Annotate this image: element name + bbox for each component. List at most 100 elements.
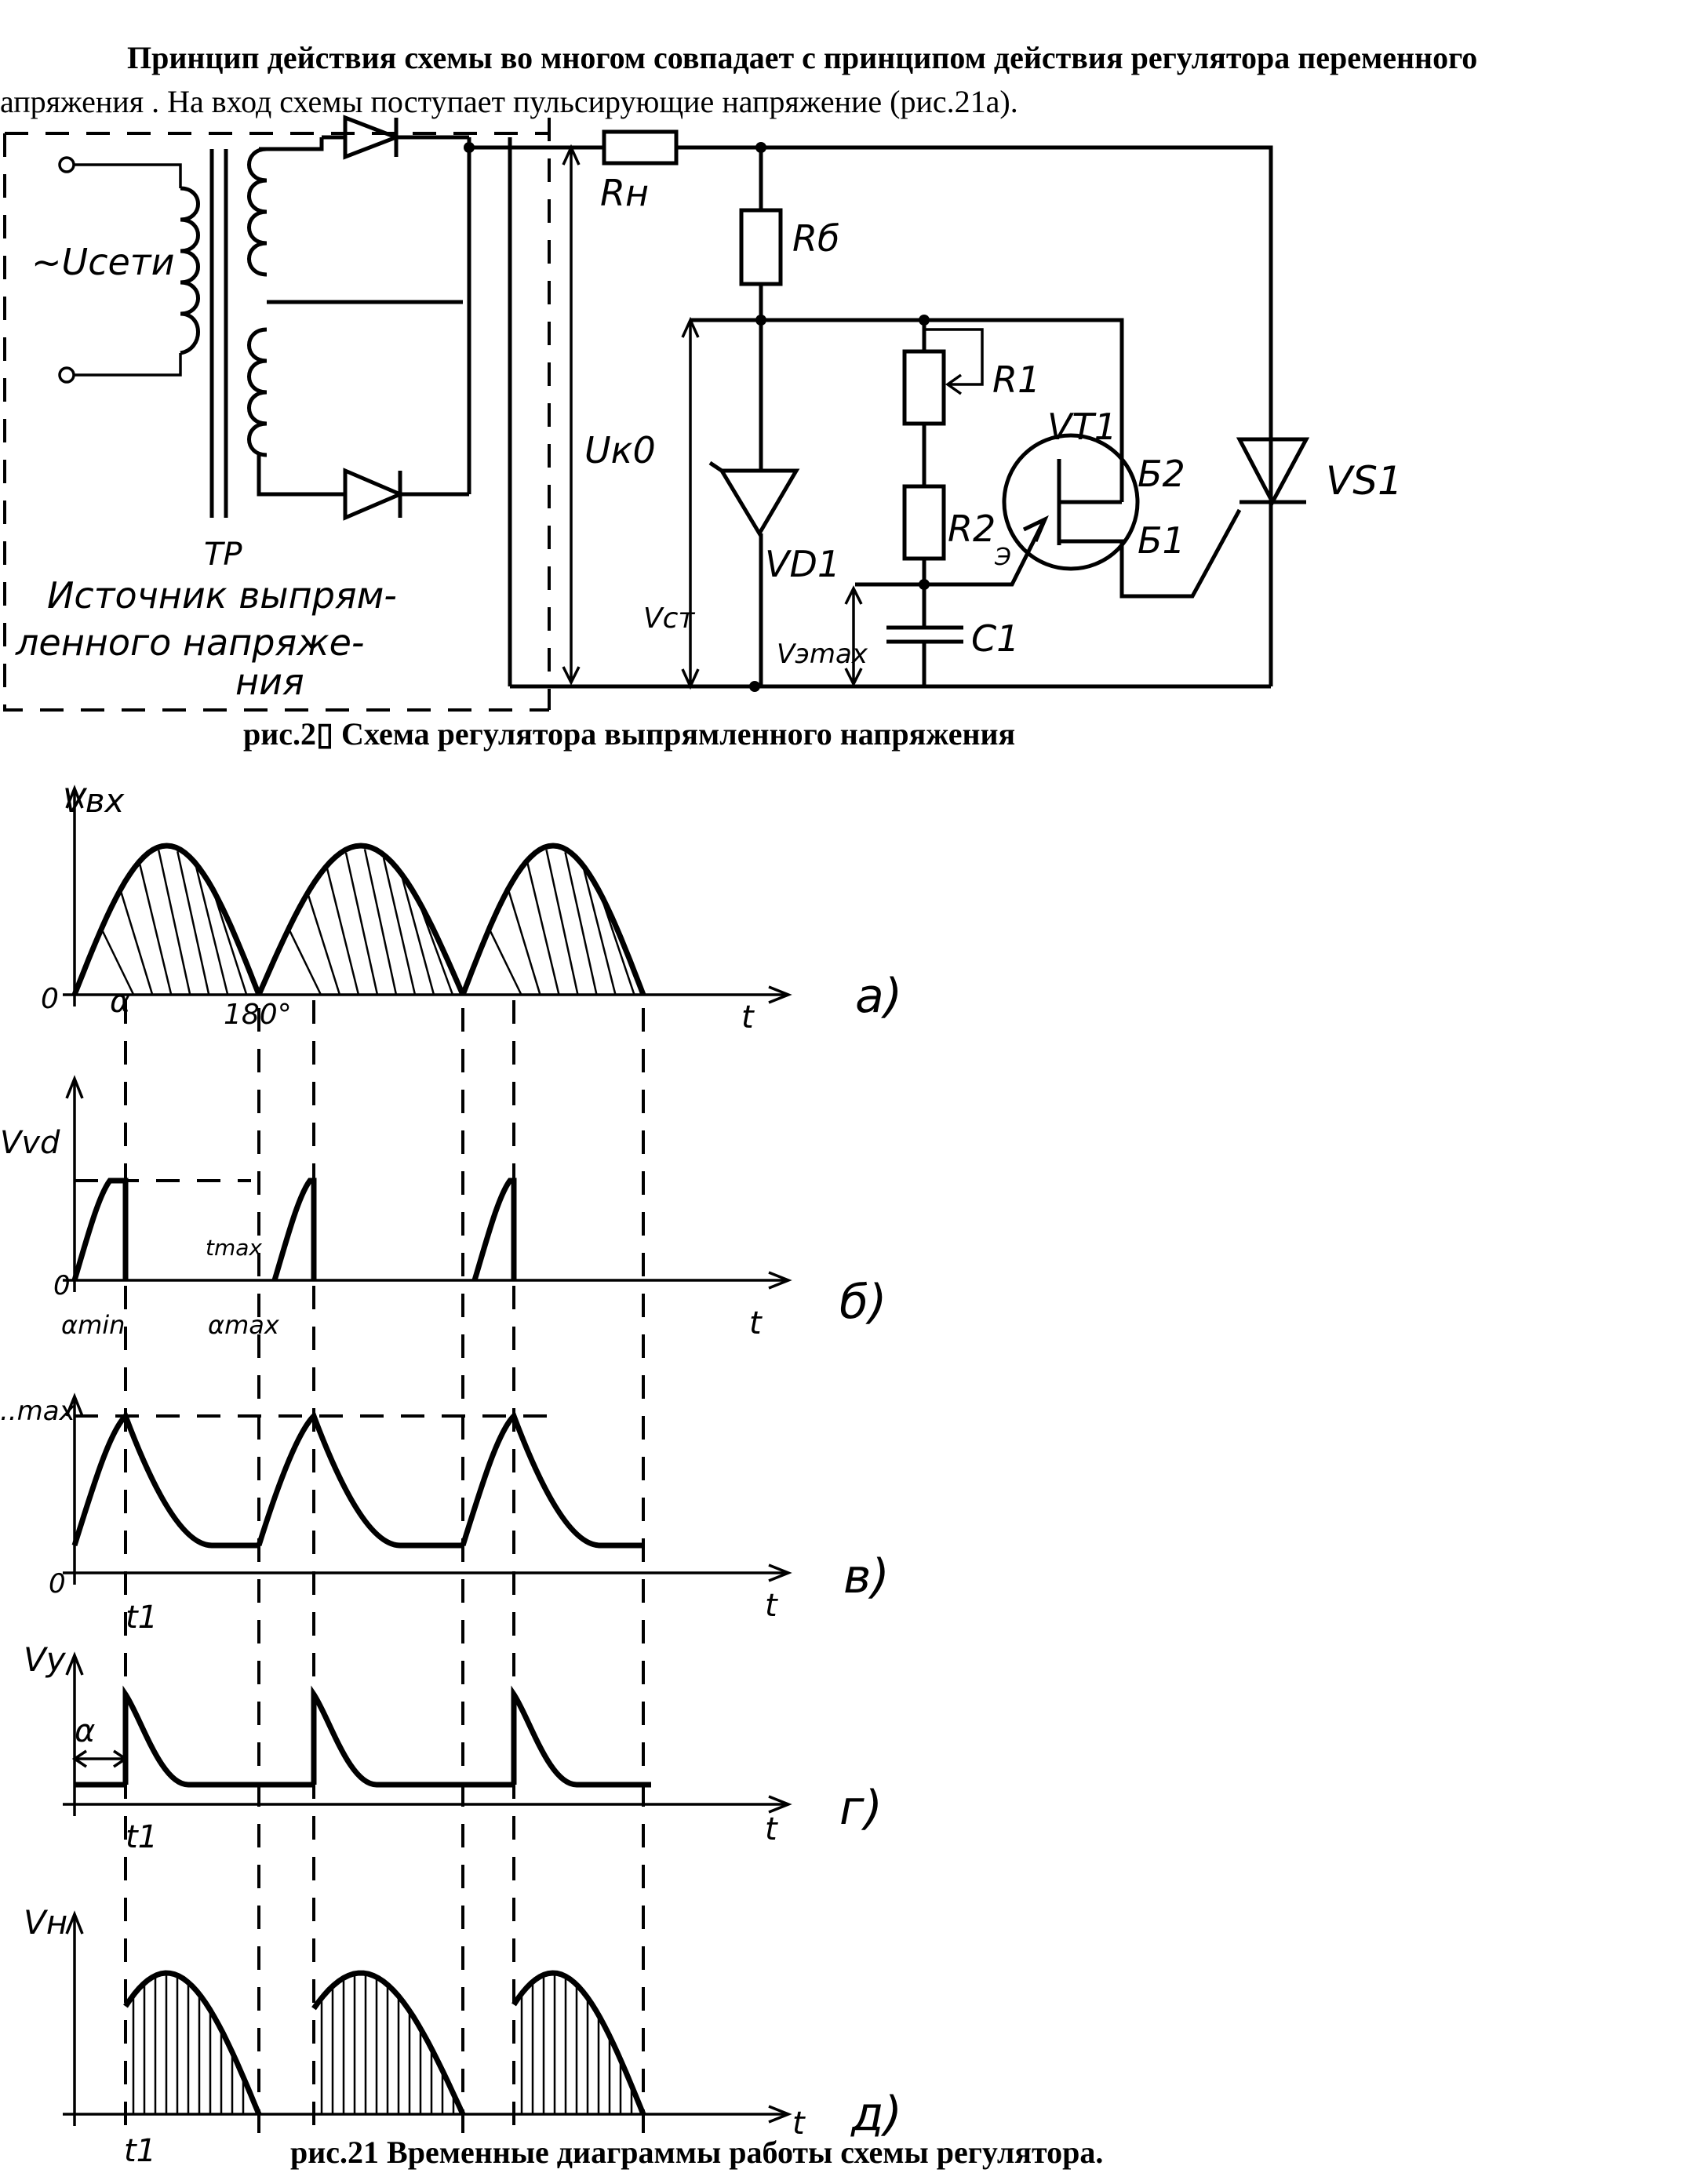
hatch-line xyxy=(382,857,417,996)
hatch-line xyxy=(307,894,341,996)
label-u-out: Uк0 xyxy=(584,429,656,471)
x-axis-arrow xyxy=(768,985,792,1004)
hatch-line xyxy=(344,852,379,996)
label-zener: VD1 xyxy=(765,543,840,585)
transformer-core xyxy=(209,149,228,518)
panel-d-t1: t1 xyxy=(124,2133,156,2169)
label-r1: R1 xyxy=(992,359,1040,401)
ballast-resistor xyxy=(739,147,783,320)
zener-pulse xyxy=(471,1178,517,1282)
primary-winding xyxy=(180,186,200,355)
x-axis-arrow xyxy=(768,1795,792,1814)
caption-timing: рис.21 Временные диаграммы работы схемы … xyxy=(290,2135,1104,2170)
y-axis-arrow xyxy=(65,1392,84,1417)
label-b2: Б2 xyxy=(1138,453,1185,495)
panel-a-ylabel: Vвх xyxy=(63,781,125,820)
label-transformer: ТР xyxy=(204,537,242,573)
source-dashed-box xyxy=(3,132,549,712)
panel-g-tag: г) xyxy=(839,1781,883,1836)
panel-a-zero: 0 xyxy=(41,983,59,1015)
panel-b-tmax: tmax xyxy=(206,1235,262,1261)
rectified-half-wave xyxy=(256,843,466,996)
caption-schematic: рис.2▯ Схема регулятора выпрямленного на… xyxy=(243,716,1016,752)
capacitor-c1 xyxy=(886,584,963,686)
y-axis-arrow xyxy=(65,1075,84,1099)
panel-d-ylabel: Vн xyxy=(24,1903,67,1942)
paragraph-line-2: апряжения . На вход схемы поступает пуль… xyxy=(0,84,1018,119)
panel-b-amin: αmin xyxy=(61,1310,125,1340)
v-emax-arrow xyxy=(844,585,863,687)
panel-a-tag: а) xyxy=(855,969,902,1024)
panel-a-180: 180° xyxy=(224,999,292,1031)
label-thyristor: VS1 xyxy=(1326,458,1403,504)
potentiometer-r1 xyxy=(902,315,984,486)
panel-b-amax: αmax xyxy=(208,1310,280,1340)
capacitor-ramp xyxy=(256,1410,463,1549)
panel-b-tag: б) xyxy=(839,1275,886,1330)
panel-a-xlabel: t xyxy=(741,999,755,1036)
hatch-line xyxy=(639,990,645,996)
label-mains: ~Uсети xyxy=(31,241,175,283)
panel-g-t1: t1 xyxy=(126,1819,158,1855)
panel-b-xlabel: t xyxy=(749,1305,763,1341)
rectifier-diode-bottom xyxy=(322,468,469,521)
zener-pulse xyxy=(71,1178,129,1282)
panel-b-zero: 0 xyxy=(53,1270,71,1301)
label-ballast-resistor: Rб xyxy=(792,217,839,260)
hatch-line xyxy=(489,930,522,996)
panel-v-tag: в) xyxy=(843,1549,890,1604)
panel-v-ylabel: ..max xyxy=(0,1396,76,1427)
thyristor-vs1 xyxy=(1236,437,1310,507)
y-axis-arrow xyxy=(65,1651,84,1676)
panel-g-xlabel: t xyxy=(765,1811,778,1847)
hatch-line xyxy=(158,850,191,996)
panel-a-alpha: α xyxy=(110,984,130,1020)
rectified-half-wave xyxy=(71,843,262,996)
hatch-line xyxy=(508,890,541,996)
hatch-line xyxy=(583,869,617,996)
load-voltage-segment xyxy=(311,1970,466,2116)
hatch-line xyxy=(120,891,154,996)
hatch-line xyxy=(602,901,635,996)
secondary-winding xyxy=(247,147,268,457)
input-terminals xyxy=(58,156,182,384)
label-source-1: Источник выпрям- xyxy=(47,574,397,617)
hatch-line xyxy=(420,908,454,996)
node-dot xyxy=(749,681,760,692)
hatch-line xyxy=(621,942,645,996)
schematic xyxy=(3,115,1310,712)
label-r2: R2 xyxy=(948,508,996,550)
panel-v-xlabel: t xyxy=(765,1588,778,1624)
x-axis-arrow xyxy=(768,2105,792,2124)
unijunction-transistor-vt1 xyxy=(1002,433,1242,599)
label-transistor: VT1 xyxy=(1047,406,1117,448)
v-st-arrow xyxy=(681,316,700,690)
zener-pulse xyxy=(271,1178,317,1282)
guide-line-horizontal xyxy=(75,1179,549,1418)
secondary-wiring xyxy=(257,137,463,497)
panel-g-ylabel: Vy xyxy=(24,1640,67,1679)
hatch-line xyxy=(214,896,248,996)
hatch-line xyxy=(401,878,435,996)
resistor-r2 xyxy=(902,484,946,584)
label-load-resistor: Rн xyxy=(600,172,649,214)
panel-v-t1: t1 xyxy=(126,1600,158,1636)
panel-d-xlabel: t xyxy=(792,2106,806,2142)
y-axis-arrow xyxy=(65,1910,84,1935)
label-source-3: ния xyxy=(235,661,304,703)
label-b1: Б1 xyxy=(1138,519,1185,562)
hatch-line xyxy=(288,930,322,996)
label-emitter: Э xyxy=(994,544,1011,571)
panel-b-ylabel: Vvd xyxy=(0,1125,60,1161)
hatch-line xyxy=(439,946,464,996)
load-voltage-segment xyxy=(511,1970,646,2116)
stabilized-rail xyxy=(690,318,1124,502)
label-v-emax: Vэmax xyxy=(777,639,868,670)
hatch-line xyxy=(564,851,598,996)
zener-diode-vd1 xyxy=(708,320,800,686)
label-source-2: ленного напряже- xyxy=(15,621,364,664)
hatch-line xyxy=(195,867,229,996)
paragraph-line-1: Принцип действия схемы во многом совпада… xyxy=(127,40,1478,75)
trigger-pulse xyxy=(511,1685,651,1788)
